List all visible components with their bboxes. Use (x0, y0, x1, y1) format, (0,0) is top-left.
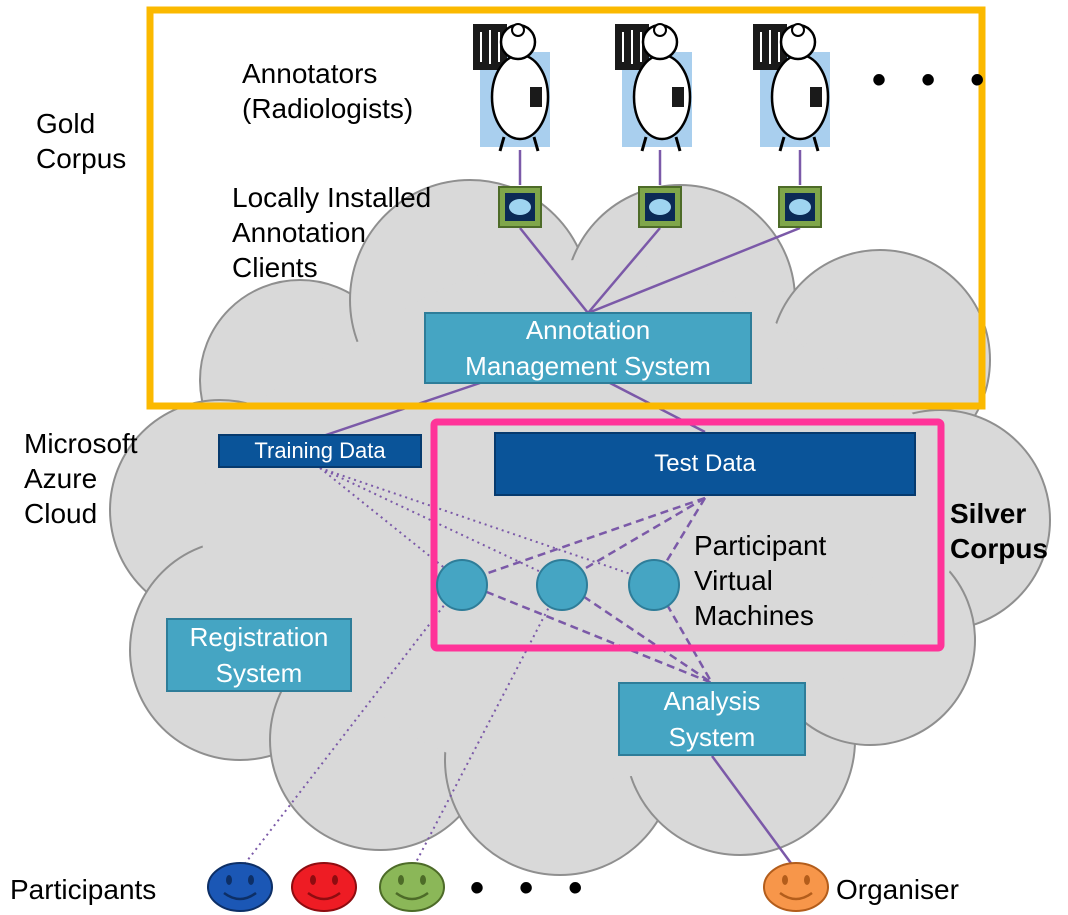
silver-corpus-frame (430, 418, 945, 652)
analysis-line-2: System (668, 722, 756, 752)
registration-line-1: Registration (189, 622, 329, 652)
annotators-label: Annotators (Radiologists) (242, 56, 413, 126)
radiologist-doctor-icon (615, 23, 692, 152)
gold-corpus-line-2: Corpus (36, 143, 127, 174)
participant-vms-line-3: Machines (694, 600, 814, 631)
annotation-client-icon (778, 186, 822, 228)
registration-system-box: Registration System (166, 618, 352, 692)
azure-line-2: Azure (24, 463, 98, 494)
annotation-management-line-2: Management System (465, 351, 711, 381)
gold-corpus-frame (146, 6, 986, 410)
radiologist-doctor-icon (753, 23, 830, 152)
test-data-box: Test Data (494, 432, 916, 496)
vm-circle-2 (536, 559, 588, 611)
annotators-ellipsis: • • • (872, 58, 997, 102)
participant-smiley-red-icon (291, 862, 357, 912)
participants-ellipsis: • • • (470, 866, 595, 910)
participant-vms-line-1: Participant (694, 530, 827, 561)
participant-smiley-blue-icon (207, 862, 273, 912)
vm-circle-3 (628, 559, 680, 611)
annotation-client-icon (498, 186, 542, 228)
organiser-label: Organiser (836, 874, 959, 905)
clients-line-2: Annotation (232, 217, 366, 248)
vm-circle-1 (436, 559, 488, 611)
silver-corpus-line-2: Corpus (950, 533, 1048, 564)
dashed-connectors (461, 496, 714, 685)
participant-smiley-green-icon (379, 862, 445, 912)
dotted-connectors (239, 467, 655, 871)
training-data-box: Training Data (218, 434, 422, 468)
annotators-line-1: Annotators (242, 58, 378, 89)
participants-label: Participants (10, 874, 157, 905)
organiser-smiley-orange-icon (763, 862, 829, 912)
annotation-client-icon (638, 186, 682, 228)
annotation-management-line-1: Annotation (525, 315, 651, 345)
silver-corpus-line-1: Silver (950, 498, 1027, 529)
radiologist-doctor-icon (473, 23, 550, 152)
gold-corpus-label: Gold Corpus (36, 106, 126, 176)
training-data-label: Training Data (254, 438, 386, 463)
azure-cloud-label: Microsoft Azure Cloud (24, 426, 138, 531)
analysis-line-1: Analysis (663, 686, 761, 716)
clients-line-1: Locally Installed (232, 182, 432, 213)
clients-line-3: Clients (232, 252, 318, 283)
participant-vms-label: Participant Virtual Machines (694, 528, 826, 633)
analysis-system-box: Analysis System (618, 682, 806, 756)
annotation-management-system-box: Annotation Management System (424, 312, 752, 384)
participant-vms-line-2: Virtual (694, 565, 773, 596)
solid-connectors (319, 150, 802, 871)
registration-line-2: System (215, 658, 303, 688)
annotators-line-2: (Radiologists) (242, 93, 414, 124)
azure-line-3: Cloud (24, 498, 98, 529)
test-data-label: Test Data (654, 450, 756, 477)
clients-label: Locally Installed Annotation Clients (232, 180, 431, 285)
gold-corpus-line-1: Gold (36, 108, 96, 139)
silver-corpus-label: Silver Corpus (950, 496, 1048, 566)
azure-line-1: Microsoft (24, 428, 138, 459)
